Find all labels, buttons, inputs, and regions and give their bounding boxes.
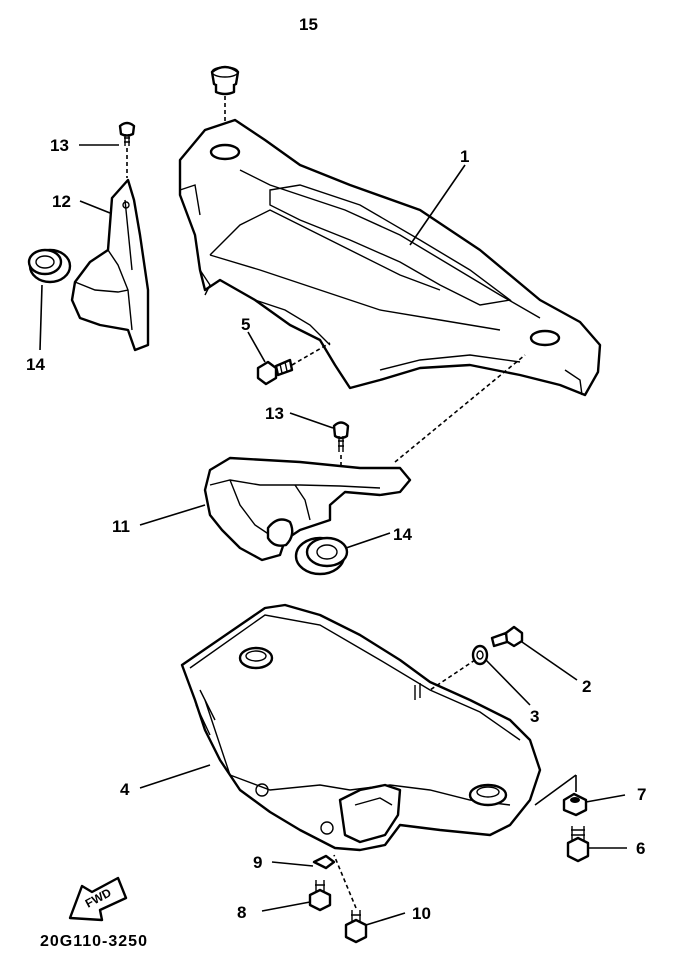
leader-line xyxy=(261,901,311,912)
part-4-lower-cover xyxy=(180,603,542,852)
callout-1: 1 xyxy=(460,147,469,166)
part-13-screw-middle xyxy=(332,421,350,452)
part-7-nut xyxy=(562,792,588,817)
callout-13-top: 13 xyxy=(50,136,69,155)
leader-line xyxy=(39,284,43,351)
leader-line xyxy=(365,912,406,926)
part-11-middle-bracket xyxy=(203,456,412,562)
callout-5: 5 xyxy=(241,315,250,334)
callout-4: 4 xyxy=(120,780,130,799)
leader-line xyxy=(291,342,331,366)
callout-2: 2 xyxy=(582,677,591,696)
fwd-arrow: FWD xyxy=(68,876,128,922)
part-8-screw xyxy=(308,880,332,912)
leader-line xyxy=(289,412,334,429)
callout-14-left: 14 xyxy=(26,355,45,374)
part-3-washer xyxy=(471,644,489,666)
part-2-bolt xyxy=(490,625,524,648)
leader-line xyxy=(585,794,626,803)
leader-line xyxy=(79,200,111,214)
part-10-bolt xyxy=(344,910,368,944)
part-1-upper-cover xyxy=(178,118,602,397)
part-13-screw-top xyxy=(118,121,136,146)
callout-11: 11 xyxy=(112,517,130,536)
part-14-grommet-left xyxy=(27,248,72,284)
leader-line xyxy=(409,164,466,246)
leader-line xyxy=(333,854,357,909)
part-14-grommet-middle xyxy=(294,536,349,576)
leader-line xyxy=(534,774,577,806)
leader-line xyxy=(139,504,206,526)
leader-line xyxy=(345,532,391,549)
part-9-clip xyxy=(312,854,336,870)
callout-10: 10 xyxy=(412,904,431,923)
leader-line xyxy=(271,861,314,867)
callout-7: 7 xyxy=(637,785,646,804)
callout-15: 15 xyxy=(299,15,318,34)
leader-line xyxy=(139,764,211,789)
part-12-left-bracket xyxy=(70,178,150,352)
callout-12: 12 xyxy=(52,192,71,211)
part-5-bolt xyxy=(256,358,294,386)
callout-14-middle: 14 xyxy=(393,525,412,544)
part-15-cap xyxy=(210,65,240,96)
leader-line xyxy=(521,641,578,681)
drawing-code: 20G110-3250 xyxy=(40,933,148,950)
callout-13-middle: 13 xyxy=(265,404,284,423)
callout-6: 6 xyxy=(636,839,645,858)
leader-line xyxy=(247,331,266,363)
leader-line xyxy=(485,659,531,706)
callout-8: 8 xyxy=(237,903,246,922)
callout-3: 3 xyxy=(530,707,539,726)
leader-line xyxy=(394,354,526,463)
leader-line xyxy=(429,659,476,691)
part-6-screw xyxy=(566,826,590,863)
callout-9: 9 xyxy=(253,853,262,872)
